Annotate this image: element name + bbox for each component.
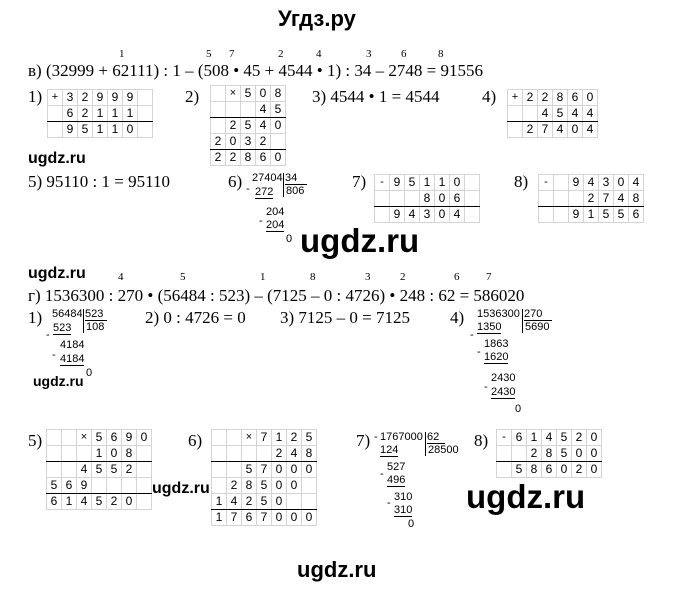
watermark-bottom: ugdz.ru [297, 557, 377, 582]
order-mark: 7 [229, 48, 235, 60]
step-label: 6) [228, 172, 243, 191]
order-mark: 8 [438, 48, 444, 60]
step-5-text: 5) 95110 : 1 = 95110 [28, 172, 170, 191]
step-label: 6) [188, 431, 203, 450]
order-mark: 3 [365, 271, 371, 283]
step-3-text: 3) 7125 – 0 = 7125 [280, 308, 411, 327]
step-label: 4) [482, 87, 497, 106]
step-label: 8) [474, 431, 489, 450]
part-label: г) [28, 286, 41, 305]
step-label: 7) [356, 431, 371, 450]
order-mark: 4 [118, 271, 124, 283]
watermark-small: ugdz.ru [28, 150, 86, 167]
expression-text: (32999 + 62111) : 1 – (508 • 45 + 4544 •… [45, 61, 483, 80]
long-division-g1: 56484 523 108 523 - 4184 - 4184 0 [46, 309, 132, 389]
watermark-big: ugdz.ru [300, 222, 420, 259]
long-division-g7: 1767000 62 28500 - 124 527 - 496 310 - 3… [374, 431, 459, 530]
order-mark: 5 [180, 271, 186, 283]
step-label: 2) [185, 87, 200, 106]
step-label: 7) [352, 172, 367, 191]
expression-g: г) 1536300 : 270 • (56484 : 523) – (7125… [28, 286, 524, 306]
order-mark: 2 [400, 271, 406, 283]
expression-v: в) (32999 + 62111) : 1 – (508 • 45 + 454… [28, 61, 483, 81]
order-marks-v: 1 5 7 2 4 3 6 8 [28, 48, 648, 62]
order-mark: 4 [316, 48, 322, 60]
long-division-v6: 27404 34 806 - 272 204 - 204 0 [246, 173, 332, 253]
order-mark: 6 [454, 271, 460, 283]
order-mark: 7 [486, 271, 492, 283]
part-label: в) [28, 61, 42, 80]
order-mark: 8 [310, 271, 316, 283]
order-mark: 1 [260, 271, 266, 283]
expression-text: 1536300 : 270 • (56484 : 523) – (7125 – … [44, 286, 525, 305]
step-label: 4) [450, 308, 465, 327]
step-label: 1) [28, 87, 43, 106]
long-division-g4: 1536300 270 5690 1350 - 1863 - 1620 2430… [470, 309, 597, 419]
watermark-big: ugdz.ru [466, 478, 586, 515]
order-mark: 6 [401, 48, 407, 60]
order-mark: 5 [206, 48, 212, 60]
watermark-small: ugdz.ru [28, 265, 86, 282]
step-label: 5) [28, 431, 43, 450]
site-title: Угдз.ру [278, 6, 356, 31]
order-mark: 3 [366, 48, 372, 60]
step-label: 1) [28, 308, 43, 327]
step-3-text: 3) 4544 • 1 = 4544 [312, 87, 440, 106]
step-label: 8) [514, 172, 529, 191]
watermark-small: ugdz.ru [152, 480, 210, 497]
order-mark: 2 [278, 48, 284, 60]
step-2-text: 2) 0 : 4726 = 0 [145, 308, 246, 327]
order-mark: 1 [119, 48, 125, 60]
order-marks-g: 4 5 1 8 3 2 6 7 [28, 271, 648, 285]
watermark-small: ugdz.ru [33, 373, 84, 389]
